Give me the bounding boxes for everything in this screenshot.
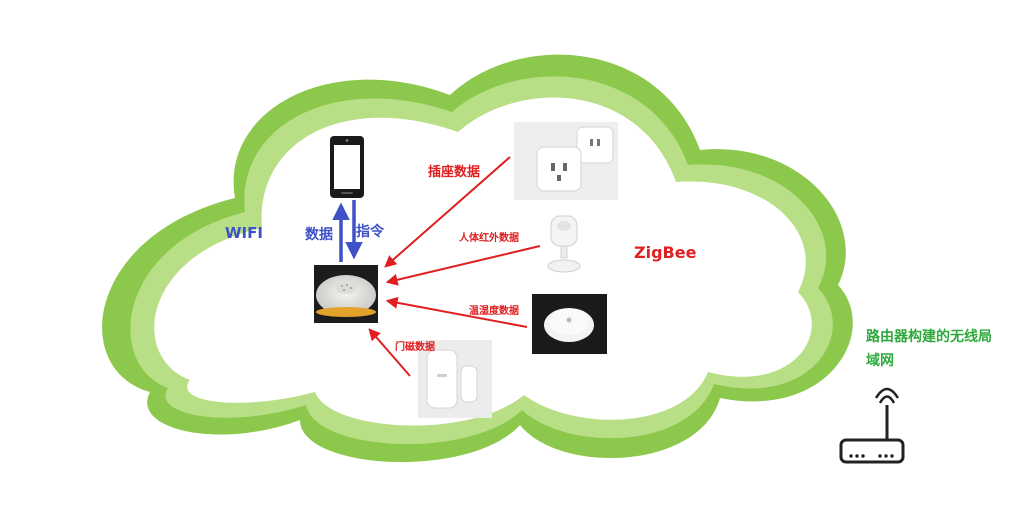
router-lan-label-line2: 域网	[866, 353, 894, 369]
temp-humidity-data-label: 温湿度数据	[469, 306, 519, 317]
door-window-sensor-photo	[418, 340, 492, 418]
sensor-to-gateway-arrows	[368, 156, 541, 377]
data-label: 数据	[305, 227, 333, 243]
smart-socket-photo	[514, 122, 618, 200]
motion-sensor-photo	[543, 211, 585, 277]
zigbee-label: ZigBee	[634, 243, 697, 262]
wifi-router-icon	[839, 387, 905, 464]
pir-data-label: 人体红外数据	[459, 233, 519, 244]
command-label: 指令	[356, 224, 384, 240]
wifi-label: WIFI	[225, 224, 263, 242]
gateway-hub-photo	[314, 265, 378, 323]
smartphone-icon	[330, 136, 364, 198]
door-data-label: 门磁数据	[395, 342, 435, 353]
socket-data-label: 插座数据	[428, 165, 481, 180]
router-lan-label-line1: 路由器构建的无线局	[866, 329, 992, 345]
temperature-humidity-sensor-photo	[532, 294, 607, 354]
phone-gateway-arrows	[332, 200, 363, 262]
